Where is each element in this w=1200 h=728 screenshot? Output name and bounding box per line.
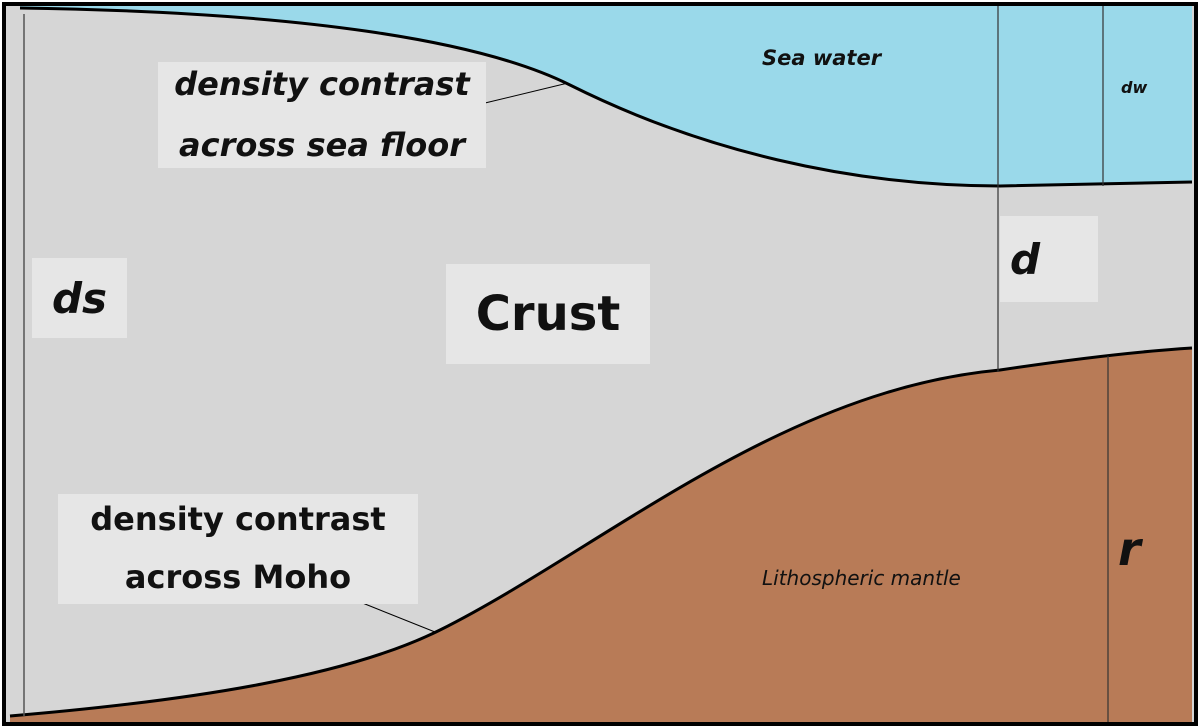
crust-label: Crust [446,264,650,364]
sea-water-label: Sea water [762,46,882,70]
moho-line [9,346,1193,718]
seafloor-contrast-line2: across sea floor [179,126,465,164]
r-label: r [1118,522,1141,576]
moho-contrast-line2: across Moho [124,558,352,596]
mantle-region [10,348,1192,722]
moho-contrast-label: density contrast across Moho [58,494,418,604]
seafloor-leader-line [484,82,569,104]
moho-leader-line [354,599,436,633]
moho-contrast-line1: density contrast [90,500,386,539]
seafloor-contrast-label: density contrast across sea floor [158,62,486,168]
ds-label: ds [32,258,127,338]
dw-label: dw [1121,78,1148,97]
d-label: d [1000,216,1098,302]
seafloor-contrast-line1: density contrast [174,65,470,104]
lithospheric-mantle-label: Lithospheric mantle [762,566,961,590]
sea-floor-line [19,6,1193,188]
sea-water-region [20,6,1192,186]
